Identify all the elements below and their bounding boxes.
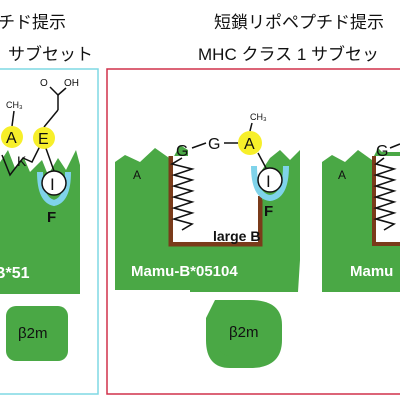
center-methyl-bond	[249, 122, 253, 132]
right-pocket-a-label: A	[338, 168, 346, 182]
left-header-line2: サブセット	[8, 45, 93, 64]
left-residue-e-label: E	[38, 131, 49, 148]
center-pocket-f-label: F	[264, 203, 273, 220]
center-f-pocket	[251, 165, 289, 202]
center-b2m-box	[218, 306, 278, 356]
left-pocket-f-label: F	[47, 209, 56, 226]
left-methyl-label: CH₃	[6, 100, 23, 110]
left-residue-a-label: A	[6, 130, 17, 147]
center-bond-a-i	[257, 152, 267, 169]
left-hydroxyl-label: OH	[64, 78, 79, 89]
right-header-line1: 短鎖リポペプチド提示	[214, 13, 384, 32]
left-residue-k-label: K	[17, 153, 27, 169]
center-residue-g1-label: G	[176, 143, 188, 160]
center-residue-i-label: I	[266, 172, 271, 191]
center-bond-g1-g2	[191, 142, 207, 149]
left-residue-e	[33, 127, 55, 149]
center-panel-frame	[106, 68, 400, 395]
right-bond-g	[389, 143, 400, 149]
left-e-sidechain-1	[43, 109, 59, 128]
right-b-pocket-spring	[373, 157, 397, 231]
center-pocket-a-label: A	[133, 168, 141, 182]
center-b2m-label: β2m	[229, 324, 258, 341]
left-b2m-label: β2m	[18, 325, 47, 342]
left-b2m-box	[6, 306, 68, 361]
left-oxygen-label: O	[40, 78, 48, 89]
left-methyl-bond	[11, 110, 15, 127]
center-b-pocket-spring	[169, 157, 195, 231]
left-carbonyl-bond	[49, 86, 59, 96]
left-panel-label: B*51	[0, 265, 30, 282]
center-residue-g2-label: G	[208, 136, 220, 153]
left-f-pocket	[37, 171, 71, 207]
right-groove-wall	[372, 156, 400, 246]
right-panel-label: Mamu	[350, 263, 393, 280]
right-header-line2: MHC クラス 1 サブセッ	[198, 45, 379, 64]
left-header-line1: チド提示	[0, 13, 66, 32]
center-panel-label: Mamu-B*05104	[131, 263, 238, 280]
center-residue-a	[238, 131, 262, 155]
left-residue-i-label: I	[50, 175, 55, 194]
left-hydroxyl-bond	[57, 87, 67, 96]
center-large-b-label: large B	[213, 228, 260, 244]
left-panel-frame	[0, 68, 99, 395]
center-methyl-label: CH₃	[250, 112, 267, 122]
right-residue-g-label: G	[376, 143, 388, 160]
center-residue-i	[257, 167, 283, 193]
center-groove-outline	[169, 156, 262, 246]
left-residue-a	[1, 126, 23, 148]
center-residue-a-label: A	[244, 136, 255, 153]
